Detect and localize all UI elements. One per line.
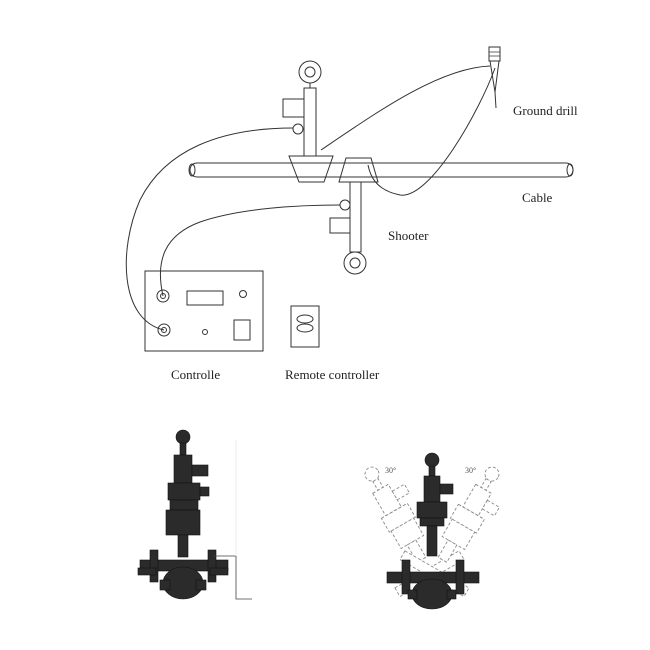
shooter-assembly xyxy=(329,157,379,275)
label-remote-controller: Remote controller xyxy=(285,367,380,382)
controller-box xyxy=(144,270,264,352)
schematic-top: Ground drill Cable Shooter Controlle Rem… xyxy=(125,46,578,382)
angle-label-right: 30° xyxy=(465,466,476,475)
label-cable: Cable xyxy=(522,190,553,205)
shooter-rotation-view: 30° 30° xyxy=(364,452,501,610)
ground-drill xyxy=(488,46,501,109)
label-shooter: Shooter xyxy=(388,228,429,243)
label-controller: Controlle xyxy=(171,367,220,382)
cable-lines xyxy=(125,65,496,331)
remote-controller xyxy=(290,305,320,348)
upper-clamp-assembly xyxy=(282,60,334,183)
angle-label-left: 30° xyxy=(385,466,396,475)
horizontal-rail xyxy=(188,162,574,178)
label-ground-drill: Ground drill xyxy=(513,103,578,118)
upright-shooter xyxy=(386,452,480,610)
shooter-front-view xyxy=(137,429,252,600)
